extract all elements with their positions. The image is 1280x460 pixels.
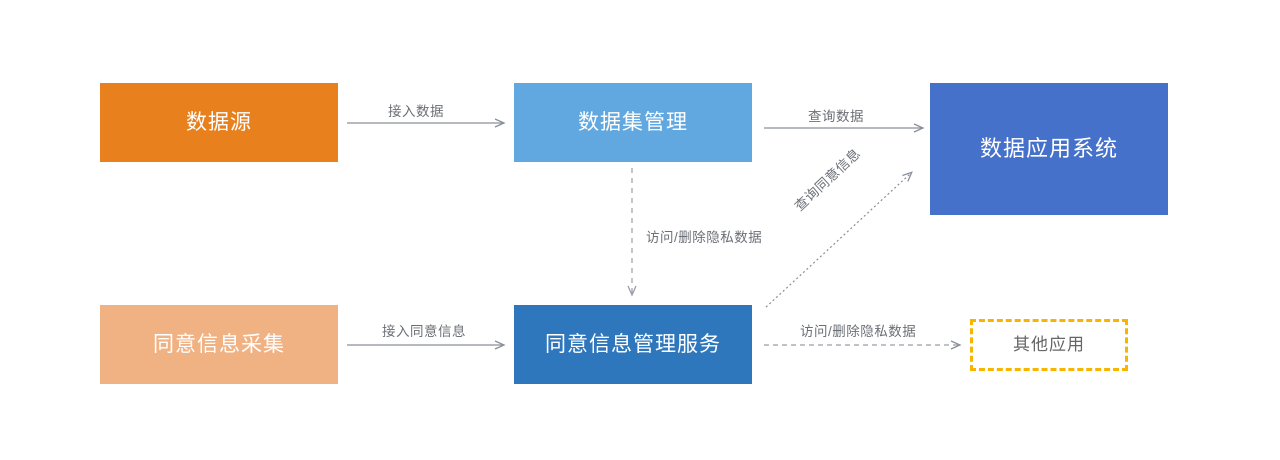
node-dataset-management-label: 数据集管理 bbox=[578, 110, 688, 134]
edge-label-access-delete-other: 访问/删除隐私数据 bbox=[800, 324, 917, 339]
edge-label-ingest-consent: 接入同意信息 bbox=[382, 324, 466, 339]
node-data-application-system[interactable]: 数据应用系统 bbox=[930, 83, 1168, 215]
node-dataset-management[interactable]: 数据集管理 bbox=[514, 83, 752, 162]
edge-label-query-data: 查询数据 bbox=[808, 109, 864, 124]
node-other-applications-label: 其他应用 bbox=[1013, 334, 1085, 354]
node-datasource-label: 数据源 bbox=[186, 110, 252, 134]
node-consent-collection[interactable]: 同意信息采集 bbox=[100, 305, 338, 384]
edge-label-ingest-data: 接入数据 bbox=[388, 104, 444, 119]
edge-label-access-delete-private: 访问/删除隐私数据 bbox=[646, 230, 763, 245]
edge-label-query-consent: 查询同意信息 bbox=[791, 145, 864, 214]
edge-query-consent bbox=[765, 171, 913, 308]
node-data-application-system-label: 数据应用系统 bbox=[979, 135, 1118, 161]
node-datasource[interactable]: 数据源 bbox=[100, 83, 338, 162]
node-consent-management-service-label: 同意信息管理服务 bbox=[545, 332, 721, 356]
node-consent-management-service[interactable]: 同意信息管理服务 bbox=[514, 305, 752, 384]
node-consent-collection-label: 同意信息采集 bbox=[153, 332, 285, 356]
node-other-applications[interactable]: 其他应用 bbox=[970, 319, 1128, 371]
